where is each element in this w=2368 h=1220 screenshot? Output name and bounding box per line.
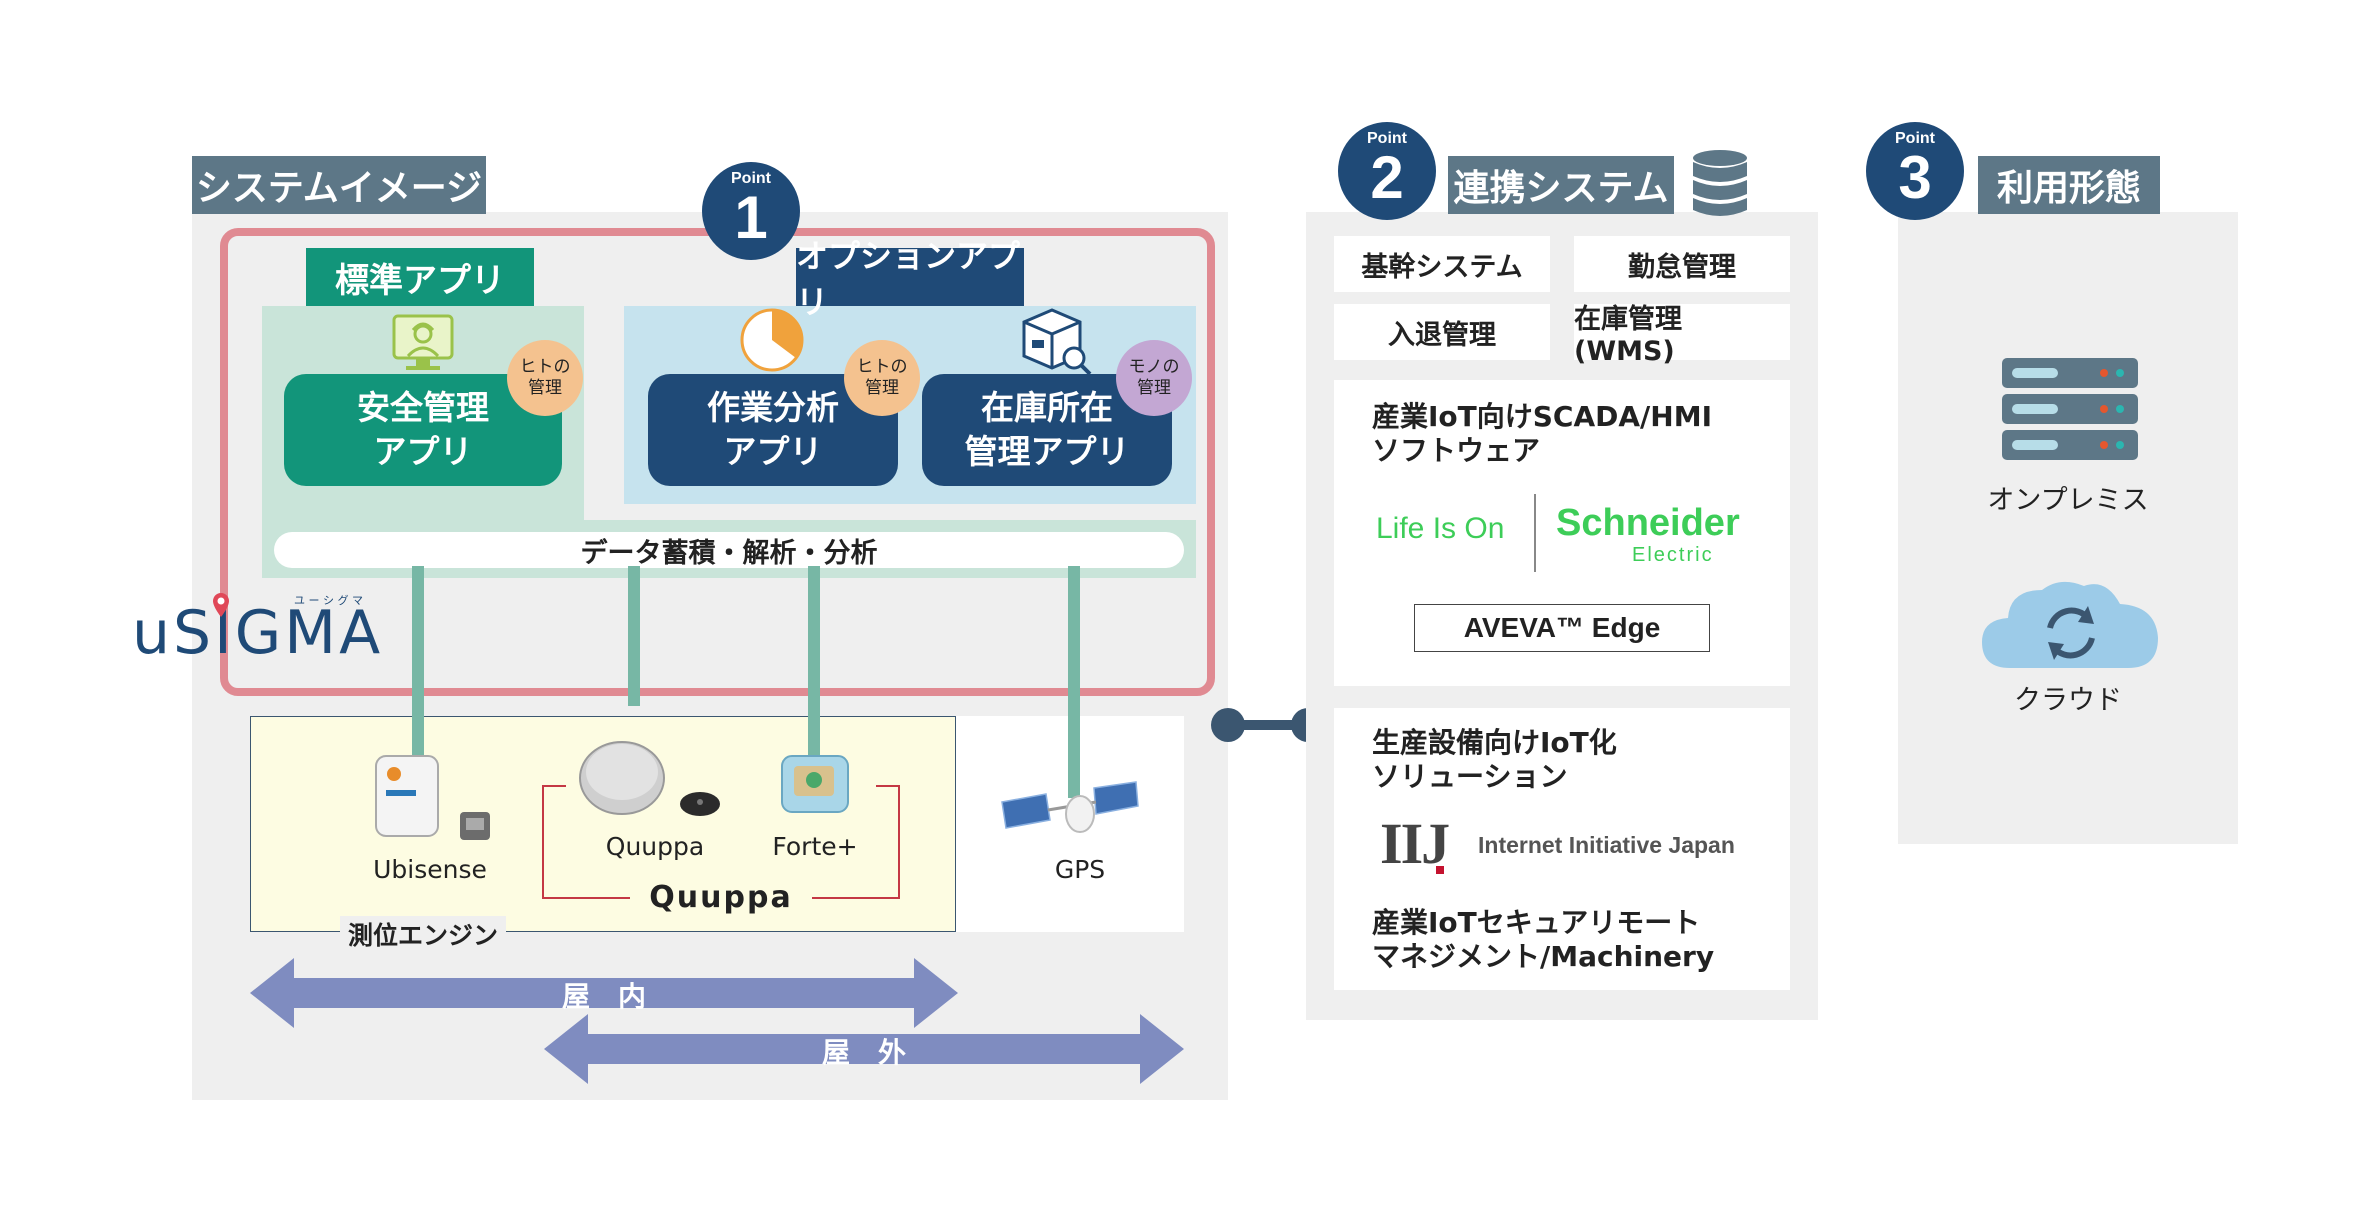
human-tag-safety: ヒトの管理: [507, 340, 583, 416]
point-number: 2: [1370, 144, 1404, 211]
gps-satellite-icon: [1001, 781, 1139, 833]
cloud-sync-icon: [1982, 581, 2158, 668]
pie-chart-icon: [740, 308, 804, 372]
indoor-arrow-label: 屋 内: [561, 980, 646, 1013]
schneider-logo: Schneider: [1556, 502, 1740, 544]
cloud-label: クラウド: [2014, 685, 2122, 716]
gps-label: GPS: [1054, 855, 1106, 884]
iot-title-line2: ソリューション: [1372, 760, 1568, 793]
logo-divider: [1534, 494, 1536, 572]
iij-mark: IIJ: [1380, 811, 1450, 876]
quuppa-bracket-top-left: [542, 785, 566, 787]
point-label: Point: [1895, 130, 1935, 147]
iij-company-name: Internet Initiative Japan: [1478, 832, 1735, 858]
integration-header: 連携システム: [1448, 156, 1674, 214]
indoor-arrow: [250, 958, 958, 1028]
secure-line1: 産業IoTセキュアリモート: [1372, 906, 1701, 939]
worker-monitor-icon: [392, 314, 454, 370]
database-icon: [1693, 150, 1747, 216]
quuppa-label: Quuppa: [605, 832, 705, 861]
positioning-engine-caption: 測位エンジン: [340, 916, 507, 952]
object-tag-stock: モノの管理: [1116, 340, 1192, 416]
scada-title: 産業IoT向けSCADA/HMI ソフトウェア: [1372, 400, 1712, 468]
work-app-line1: 作業分析: [707, 388, 839, 427]
usigma-wordmark: uSIGMA: [132, 598, 384, 668]
tag-line2: 管理: [865, 378, 899, 398]
quuppa-bracket-top-right: [876, 785, 900, 787]
safety-app-line2: アプリ: [373, 432, 473, 471]
tag-line2: 管理: [1137, 378, 1171, 398]
scada-box: [1334, 380, 1790, 686]
forte-label: Forte+: [772, 832, 858, 861]
standard-app-header: 標準アプリ: [306, 248, 534, 306]
point-label: Point: [1367, 130, 1407, 147]
system-image-header: システムイメージ: [192, 156, 486, 214]
human-tag-work: ヒトの管理: [844, 340, 920, 416]
schneider-sub: Electric: [1632, 544, 1714, 566]
forte-tag-icon: [781, 755, 849, 813]
point-number: 3: [1898, 144, 1932, 211]
core-system-box: 基幹システム: [1334, 236, 1550, 292]
package-search-icon: [1022, 308, 1092, 376]
outdoor-arrow-label: 屋 外: [821, 1036, 906, 1069]
point-2-badge: Point 2: [1338, 122, 1436, 220]
safety-app-line1: 安全管理: [357, 388, 489, 427]
iij-red-mark: [1436, 866, 1444, 874]
entry-exit-box: 入退管理: [1334, 304, 1550, 360]
iot-title-line1: 生産設備向けIoT化: [1372, 726, 1617, 759]
stock-app-line1: 在庫所在: [981, 388, 1113, 427]
attendance-box: 勤怠管理: [1574, 236, 1790, 292]
scada-title-line2: ソフトウェア: [1372, 434, 1541, 467]
quuppa-brand-label: Quuppa: [630, 880, 812, 915]
quuppa-locator-icon: [579, 741, 720, 816]
iot-title: 生産設備向けIoT化 ソリューション: [1372, 726, 1617, 794]
pipe-quuppa: [628, 566, 640, 706]
scada-title-line1: 産業IoT向けSCADA/HMI: [1372, 400, 1712, 433]
tag-line1: モノの: [1128, 357, 1180, 377]
usage-header: 利用形態: [1978, 156, 2160, 214]
data-analysis-bar: データ蓄積・解析・分析: [274, 532, 1184, 569]
point-label: Point: [731, 170, 771, 187]
tag-line1: ヒトの: [856, 357, 908, 377]
on-premise-label: オンプレミス: [1987, 485, 2149, 516]
point-3-badge: Point 3: [1866, 122, 1964, 220]
iot-box: [1334, 708, 1790, 990]
secure-remote-title: 産業IoTセキュアリモート マネジメント/Machinery: [1372, 906, 1714, 974]
usigma-ruby: ユ ー シ グ マ: [294, 594, 363, 607]
outdoor-arrow: [544, 1014, 1184, 1084]
tag-line1: ヒトの: [519, 357, 571, 377]
pipe-ubisense-lower: [412, 716, 424, 756]
ubisense-label: Ubisense: [373, 855, 487, 884]
tag-line2: 管理: [528, 378, 562, 398]
server-icon: [2002, 358, 2138, 460]
secure-line2: マネジメント/Machinery: [1372, 940, 1715, 973]
life-is-on-logo: Life Is On: [1376, 512, 1505, 545]
stock-app-line2: 管理アプリ: [964, 432, 1130, 471]
usigma-logo: ユ ー シ グ マ uSIGMA: [132, 592, 402, 672]
wms-box: 在庫管理 (WMS): [1574, 304, 1790, 367]
location-pin-icon: [213, 593, 229, 617]
option-app-header: オプションアプリ: [796, 237, 1024, 321]
pipe-gps-lower: [1068, 716, 1080, 798]
point-number: 1: [734, 184, 768, 251]
point-1-badge: Point 1: [702, 162, 800, 260]
work-analysis-app-button[interactable]: 作業分析アプリ: [648, 374, 898, 486]
ubisense-sensor-icon: [375, 755, 490, 840]
work-app-line2: アプリ: [723, 432, 823, 471]
aveva-edge-box: AVEVA™ Edge: [1414, 604, 1710, 652]
usage-panel: [1898, 212, 2238, 844]
